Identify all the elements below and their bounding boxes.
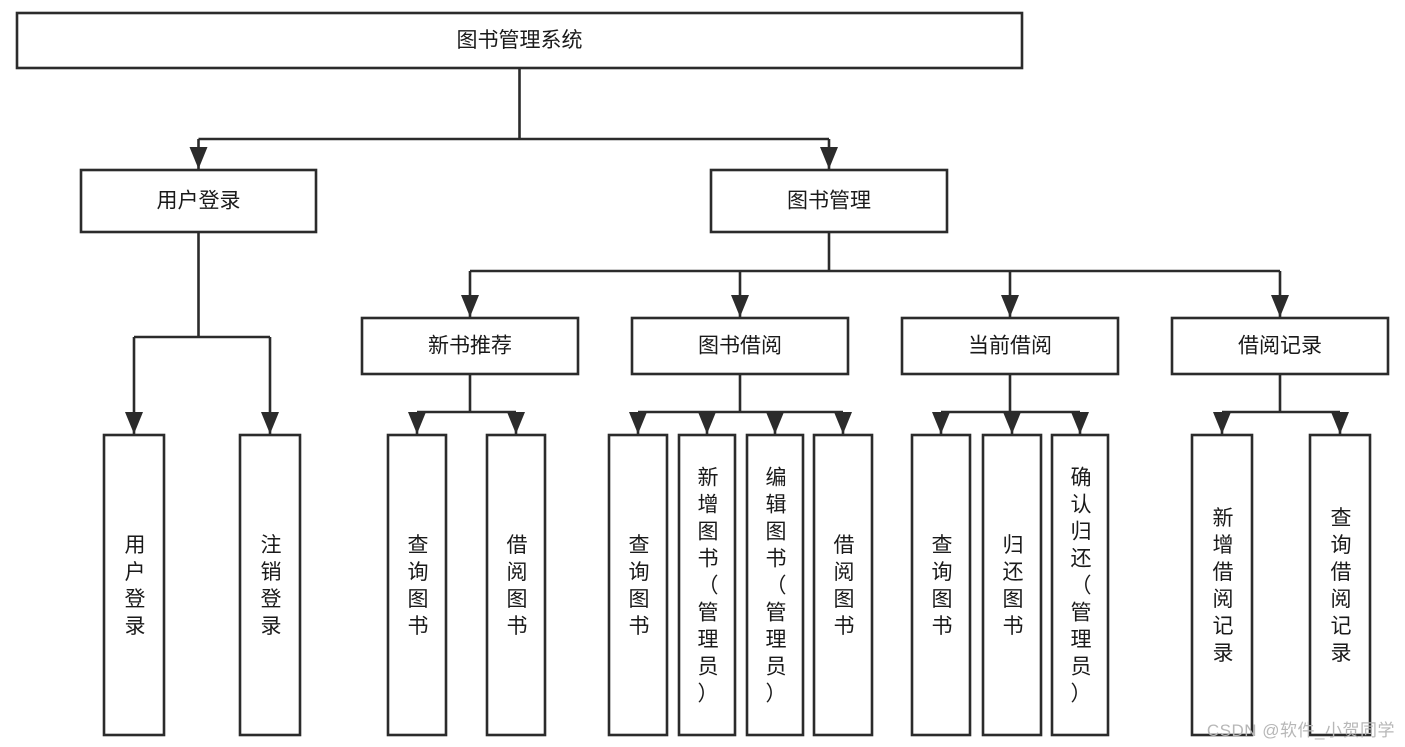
node-leaf-10-label: 确认归还（管理员） [1071,467,1092,706]
node-level2-3-label: 借阅记录 [1238,335,1322,358]
node-level2-2-rect[interactable] [900,316,1120,376]
arrow-head-icon [731,295,749,317]
node-leaf-9-label: 归还图书 [1003,534,1024,638]
node-leaf-1-label: 注销登录 [261,534,282,638]
node-level2-3[interactable]: 借阅记录 [1170,316,1390,376]
node-root-rect[interactable] [15,11,1024,70]
node-leaf-10-rect[interactable] [1050,433,1110,737]
node-leaf-2[interactable]: 查询图书 [386,433,448,737]
arrow-head-icon [1331,412,1349,434]
node-leaf-2-label: 查询图书 [408,534,429,638]
arrow-head-icon [261,412,279,434]
node-layer: 图书管理系统用户登录图书管理新书推荐图书借阅当前借阅借阅记录用户登录注销登录查询… [15,11,1390,737]
node-leaf-3-label: 借阅图书 [507,534,528,638]
node-leaf-9[interactable]: 归还图书 [981,433,1043,737]
node-leaf-12-label: 查询借阅记录 [1331,507,1352,665]
node-leaf-11[interactable]: 新增借阅记录 [1190,433,1254,737]
node-leaf-1[interactable]: 注销登录 [238,433,302,737]
node-leaf-5-label: 新增图书（管理员） [698,467,719,706]
node-leaf-7-rect[interactable] [812,433,874,737]
node-leaf-12-rect[interactable] [1308,433,1372,737]
node-leaf-3[interactable]: 借阅图书 [485,433,547,737]
node-level1-1-rect[interactable] [709,168,949,234]
node-leaf-8-label: 查询图书 [932,534,953,638]
node-leaf-9-rect[interactable] [981,433,1043,737]
arrow-head-icon [408,412,426,434]
node-leaf-0-label: 用户登录 [125,534,146,638]
arrow-head-icon [629,412,647,434]
node-level2-0-rect[interactable] [360,316,580,376]
node-level2-2-label: 当前借阅 [968,335,1052,358]
node-level2-3-rect[interactable] [1170,316,1390,376]
node-leaf-6-rect[interactable] [745,433,805,737]
node-leaf-4-rect[interactable] [607,433,669,737]
connector-layer [125,68,1349,434]
node-root[interactable]: 图书管理系统 [15,11,1024,70]
node-level1-0[interactable]: 用户登录 [79,168,318,234]
node-leaf-12[interactable]: 查询借阅记录 [1308,433,1372,737]
arrow-head-icon [125,412,143,434]
arrow-head-icon [1271,295,1289,317]
node-root-label: 图书管理系统 [457,29,583,52]
arrow-head-icon [1003,412,1021,434]
node-leaf-3-rect[interactable] [485,433,547,737]
node-leaf-5-rect[interactable] [677,433,737,737]
arrow-head-icon [766,412,784,434]
node-level1-1-label: 图书管理 [787,190,871,213]
node-leaf-1-rect[interactable] [238,433,302,737]
node-leaf-0[interactable]: 用户登录 [102,433,166,737]
arrow-head-icon [820,147,838,169]
arrow-head-icon [1071,412,1089,434]
arrow-head-icon [932,412,950,434]
arrow-head-icon [1213,412,1231,434]
node-leaf-6-label: 编辑图书（管理员） [766,467,787,706]
watermark-text: CSDN @软件_小贺同学 [1206,721,1395,740]
node-leaf-6[interactable]: 编辑图书（管理员） [745,433,805,737]
node-leaf-7[interactable]: 借阅图书 [812,433,874,737]
node-leaf-11-rect[interactable] [1190,433,1254,737]
node-level2-1-label: 图书借阅 [698,335,782,358]
node-leaf-10[interactable]: 确认归还（管理员） [1050,433,1110,737]
node-leaf-7-label: 借阅图书 [834,534,855,638]
node-level1-0-label: 用户登录 [157,190,241,213]
node-leaf-4-label: 查询图书 [629,534,650,638]
node-leaf-11-label: 新增借阅记录 [1213,507,1234,665]
node-level2-0[interactable]: 新书推荐 [360,316,580,376]
node-leaf-2-rect[interactable] [386,433,448,737]
node-leaf-4[interactable]: 查询图书 [607,433,669,737]
arrow-head-icon [507,412,525,434]
arrow-head-icon [189,147,208,169]
arrow-head-icon [461,295,479,317]
arrow-head-icon [698,412,716,434]
node-level2-0-label: 新书推荐 [428,335,512,358]
node-level2-2[interactable]: 当前借阅 [900,316,1120,376]
node-level2-1-rect[interactable] [630,316,850,376]
node-level2-1[interactable]: 图书借阅 [630,316,850,376]
arrow-head-icon [1001,295,1019,317]
node-level1-0-rect[interactable] [79,168,318,234]
node-leaf-0-rect[interactable] [102,433,166,737]
node-leaf-8[interactable]: 查询图书 [910,433,972,737]
node-leaf-5[interactable]: 新增图书（管理员） [677,433,737,737]
arrow-head-icon [834,412,852,434]
node-leaf-8-rect[interactable] [910,433,972,737]
node-level1-1[interactable]: 图书管理 [709,168,949,234]
